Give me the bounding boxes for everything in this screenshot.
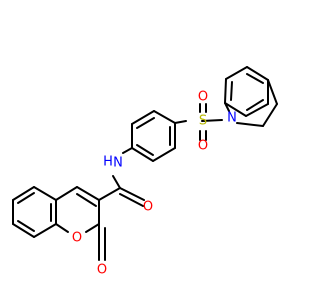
atom-h-amide: H — [103, 155, 113, 170]
structure-svg: S O O N N H O O O — [12, 66, 278, 278]
atom-n-amide: N — [113, 156, 123, 171]
amide-carbonyl — [98, 187, 145, 207]
indoline-benzo-ring — [224, 66, 269, 117]
molecule-diagram: S O O N N H O O O — [12, 66, 278, 278]
phenyl-nh-bond — [122, 147, 133, 154]
atom-o-sulfonyl-lower: O — [198, 139, 208, 154]
s-phenyl-bond — [174, 120, 187, 124]
coumarin-benzo-ring — [12, 186, 57, 238]
atom-o-ring: O — [72, 231, 82, 246]
atom-o-lactone: O — [97, 263, 107, 278]
nh-carbonyl-bond — [112, 175, 121, 189]
indoline-pyrroline-ring — [224, 79, 278, 127]
atom-o-sulfonyl-upper: O — [198, 90, 208, 105]
n-s-bond — [201, 119, 223, 122]
atom-n-indoline: N — [227, 111, 237, 126]
coumarin-pyranone-ring — [55, 186, 100, 233]
phenylene-ring — [131, 110, 176, 162]
atom-o-amide: O — [143, 200, 153, 215]
lactone-carbonyl — [98, 223, 106, 261]
sulfonyl-oxygen-bonds — [199, 103, 207, 141]
atom-s-sulfonyl: S — [199, 114, 207, 129]
